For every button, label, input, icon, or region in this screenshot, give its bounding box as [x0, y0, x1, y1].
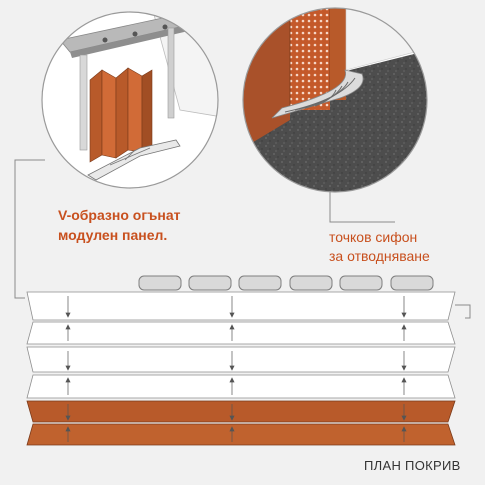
drain-annotation-line2: за отводняване	[329, 248, 430, 264]
dimension-arrows	[65, 296, 407, 442]
drain-annotation-line1: точков сифон	[329, 229, 418, 245]
drain-detail-circle	[242, 7, 428, 193]
drain-grates	[138, 275, 434, 291]
drain-annotation: точков сифон за отводняване	[329, 228, 430, 266]
leader-lines	[14, 159, 471, 319]
drain-icon	[271, 69, 364, 119]
plan-title: ПЛАН ПОКРИВ	[364, 458, 461, 473]
panel-detail-circle	[41, 11, 219, 189]
panel-annotation-line1: V-образно огънат	[58, 207, 181, 223]
panel-annotation: V-образно огънат модулен панел.	[58, 205, 180, 245]
panel-annotation-line2: модулен панел.	[58, 227, 168, 243]
plan-panel-rows	[26, 291, 456, 446]
